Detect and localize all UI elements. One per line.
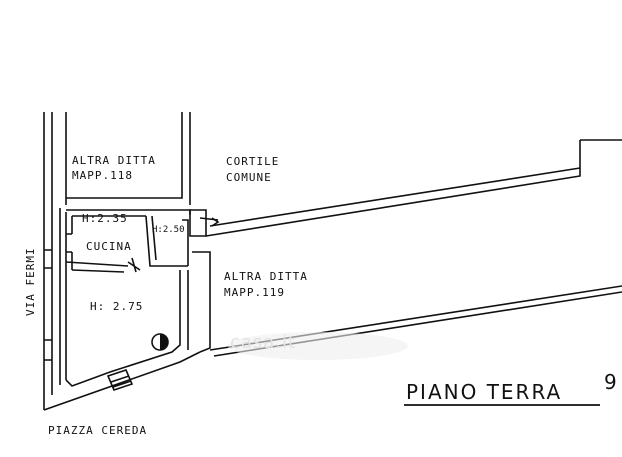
stair-mark [106, 369, 134, 391]
neighbour-119-label-line2: MAPP.119 [224, 286, 285, 299]
room-height-top: H:2.35 [82, 212, 128, 225]
courtyard-label-line1: CORTILE [226, 155, 280, 168]
square-label-piazza-cereda: PIAZZA CEREDA [48, 424, 148, 437]
watermark-blob [228, 332, 408, 360]
kitchen-bottom-wall-inner [71, 269, 125, 273]
courtyard-upper-wall [205, 140, 581, 237]
small-room-right [182, 219, 189, 266]
outer-wall-bottom [43, 351, 201, 411]
main-room-right-wall [65, 270, 181, 387]
partition-wall-inner [151, 215, 157, 261]
door-tick [211, 217, 220, 227]
neighbour-118-label-line2: MAPP.118 [72, 169, 133, 182]
boiler-symbol [151, 333, 169, 351]
plan-title: PIANO TERRA [406, 380, 563, 404]
street-label-via-fermi: VIA FERMI [24, 247, 37, 316]
neighbour-119-wall [192, 251, 211, 353]
small-room-height: H:2.50 [152, 225, 185, 235]
watermark-text: casa.it [230, 332, 297, 353]
left-wall-notch [44, 249, 52, 361]
courtyard-upper-wall-2 [209, 167, 581, 227]
kitchen-mark [127, 257, 141, 273]
partition-wall [145, 215, 188, 267]
neighbour-119-label-line1: ALTRA DITTA [224, 270, 308, 283]
door-frame [189, 209, 207, 237]
kitchen-bottom-wall [65, 261, 129, 267]
courtyard-label-line2: COMUNE [226, 171, 272, 184]
kitchen-label: CUCINA [86, 240, 132, 253]
main-room-height: H: 2.75 [90, 300, 144, 313]
neighbour-118-label-line1: ALTRA DITTA [72, 154, 156, 167]
page-number: 9 [604, 370, 619, 394]
kitchen-left-wall [66, 216, 73, 270]
neighbour-118-right [66, 112, 183, 199]
